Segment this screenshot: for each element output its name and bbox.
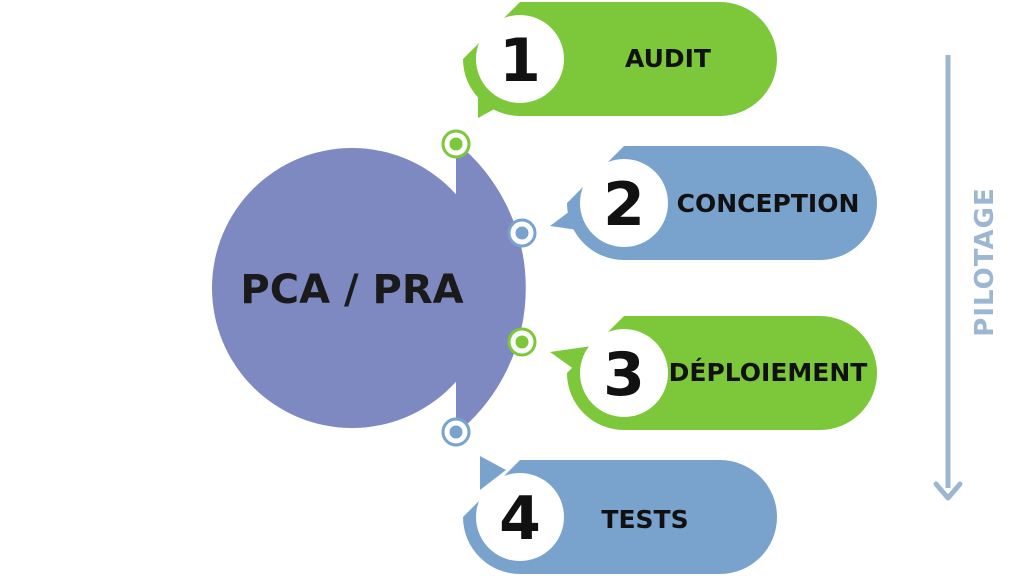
step-audit-bubble-tail bbox=[478, 84, 500, 118]
step-deploiement: 3 DÉPLOIEMENT bbox=[550, 316, 877, 430]
connector-node-2 bbox=[507, 218, 537, 248]
center-label: PCA / PRA bbox=[240, 267, 463, 313]
step-audit: 1 AUDIT bbox=[463, 2, 777, 118]
step-deploiement-number: 3 bbox=[603, 340, 645, 410]
step-conception-label: CONCEPTION bbox=[677, 189, 860, 218]
connector-node-1 bbox=[441, 129, 471, 159]
step-conception-number: 2 bbox=[603, 170, 645, 240]
connector-node-3 bbox=[507, 327, 537, 357]
center-node: PCA / PRA bbox=[212, 148, 492, 428]
step-tests-bubble-tail bbox=[480, 456, 506, 490]
pilotage-label: PILOTAGE bbox=[970, 187, 1000, 336]
step-audit-label: AUDIT bbox=[625, 44, 711, 73]
step-tests: 4 TESTS bbox=[463, 456, 777, 574]
step-tests-number: 4 bbox=[499, 484, 541, 554]
center-circle bbox=[212, 148, 492, 428]
step-deploiement-number-circle bbox=[580, 329, 668, 417]
step-deploiement-label: DÉPLOIEMENT bbox=[669, 358, 868, 387]
step-conception: 2 CONCEPTION bbox=[550, 146, 877, 260]
step-conception-number-circle bbox=[580, 159, 668, 247]
step-tests-number-circle bbox=[476, 473, 564, 561]
step-tests-label: TESTS bbox=[601, 505, 688, 534]
step-audit-number-circle bbox=[476, 15, 564, 103]
step-audit-number: 1 bbox=[499, 26, 541, 96]
pilotage-arrow bbox=[933, 55, 963, 501]
connector-node-4 bbox=[441, 417, 471, 447]
pilotage-arrow-head bbox=[933, 481, 963, 501]
